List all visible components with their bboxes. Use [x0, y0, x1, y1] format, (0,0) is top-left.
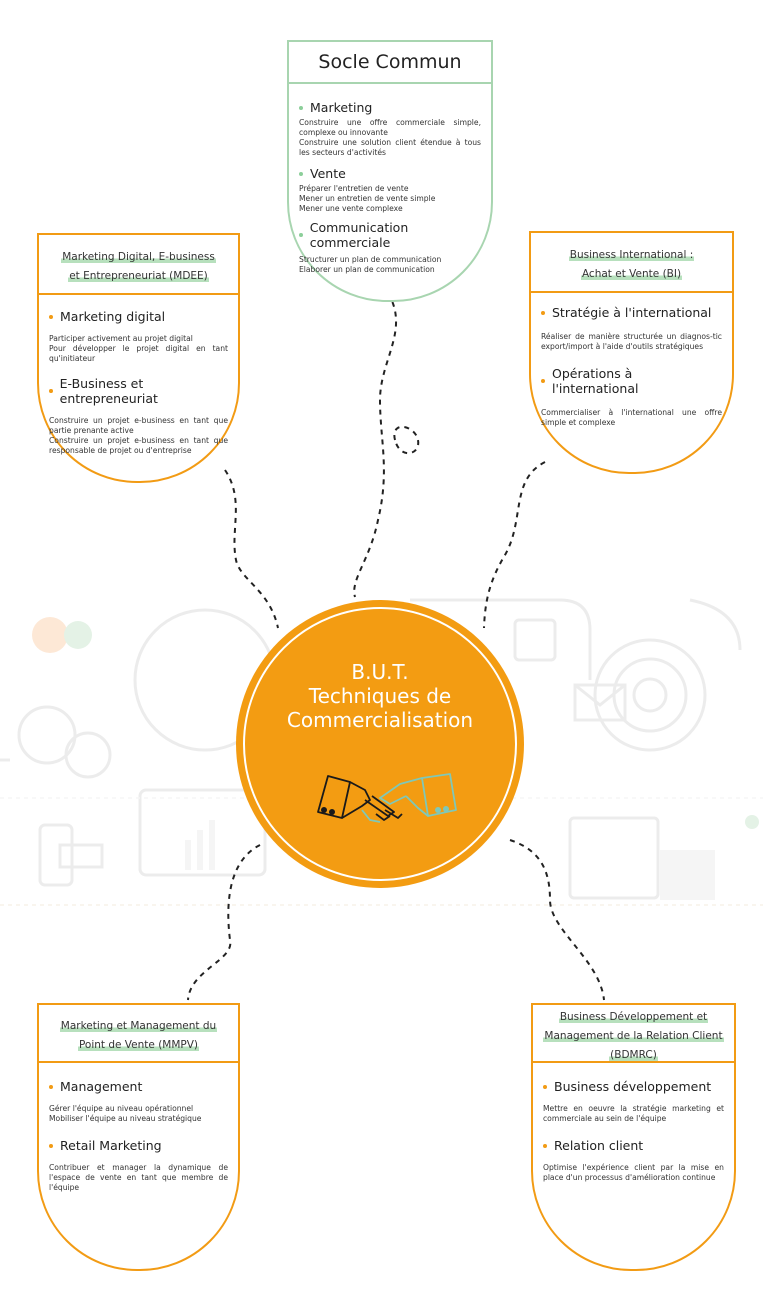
section-line: Construire un projet e-business en tant … [49, 416, 228, 435]
connector-socle-loop [393, 425, 420, 455]
connector-mdee [224, 469, 279, 629]
bullet-icon [543, 1084, 547, 1089]
bdmrc-title-line1: Business Développement et [558, 1010, 709, 1023]
socle-commun-title: Socle Commun [318, 51, 462, 73]
bdmrc-section-relation: Relation client Optimise l'expérience cl… [533, 1138, 734, 1183]
mdee-section-marketing-digital: Marketing digital Participer activement … [39, 309, 238, 364]
bullet-icon [299, 171, 303, 176]
bi-title-line2: Achat et Vente (BI) [580, 268, 683, 280]
connector-socle [353, 292, 398, 598]
section-line: Construire une offre commerciale simple,… [299, 118, 481, 137]
socle-commun-header: Socle Commun [289, 42, 491, 84]
mmpv-title-line1: Marketing et Management du [59, 1020, 218, 1032]
mmpv-section-management: Management Gérer l'équipe au niveau opér… [39, 1079, 238, 1124]
bullet-icon [49, 1084, 53, 1089]
mdee-card: Marketing Digital, E-business et Entrepr… [37, 233, 240, 483]
section-line: Mobiliser l'équipe au niveau stratégique [49, 1114, 202, 1123]
mmpv-title-line2: Point de Vente (MMPV) [77, 1039, 200, 1051]
bullet-icon [49, 389, 53, 393]
section-line: Structurer un plan de communication [299, 255, 442, 264]
bullet-icon [49, 314, 53, 319]
section-title: Management [60, 1079, 143, 1094]
bdmrc-card: Business Développement et Management de … [531, 1003, 736, 1271]
mmpv-section-retail: Retail Marketing Contribuer et manager l… [39, 1138, 238, 1193]
section-title: Stratégie à l'international [552, 305, 712, 320]
bdmrc-section-business: Business développement Mettre en oeuvre … [533, 1079, 734, 1124]
socle-section-vente: Vente Préparer l'entretien de vente Mene… [289, 166, 491, 214]
connector-mmpv [187, 844, 261, 1001]
socle-section-marketing: Marketing Construire une offre commercia… [289, 100, 491, 158]
bi-card: Business International : Achat et Vente … [529, 231, 734, 474]
connector-bi [483, 461, 546, 629]
bullet-icon [49, 1143, 53, 1148]
section-title: Opérations à l'international [551, 366, 639, 396]
section-line: Construire un projet e-business en tant … [49, 436, 228, 455]
mmpv-header: Marketing et Management du Point de Vent… [39, 1005, 238, 1063]
bullet-icon [299, 105, 303, 110]
center-title: B.U.T. Techniques de Commercialisation [250, 660, 510, 732]
bi-section-strategie: Stratégie à l'international Réaliser de … [531, 305, 732, 352]
section-title: Retail Marketing [60, 1138, 162, 1153]
handshake-icon [317, 773, 457, 823]
section-line: Réaliser de manière structurée un diagno… [541, 332, 722, 351]
center-line2: Techniques de [308, 684, 452, 708]
bi-header: Business International : Achat et Vente … [531, 233, 732, 293]
center-circle-ring [243, 607, 517, 881]
section-title: E-Business et entrepreneuriat [59, 376, 158, 406]
mdee-title-line1: Marketing Digital, E-business [61, 251, 216, 263]
bi-section-operations: Opérations à l'international Commerciali… [531, 366, 732, 428]
section-line: Participer activement au projet digital [49, 334, 193, 343]
bdmrc-header: Business Développement et Management de … [533, 1005, 734, 1063]
section-title: Marketing [310, 100, 373, 115]
bdmrc-title-line2: Management de la Relation Client [543, 1029, 724, 1042]
section-line: Mettre en oeuvre la stratégie marketing … [543, 1104, 724, 1123]
mdee-title-line2: et Entrepreneuriat (MDEE) [68, 270, 209, 282]
bullet-icon [541, 379, 545, 383]
mmpv-card: Marketing et Management du Point de Vent… [37, 1003, 240, 1271]
section-line: Mener un entretien de vente simple [299, 194, 436, 203]
section-line: Commercialiser à l'international une off… [541, 408, 722, 427]
section-line: Optimise l'expérience client par la mise… [543, 1163, 724, 1182]
bullet-icon [543, 1143, 547, 1148]
bi-title-line1: Business International : [568, 249, 695, 261]
section-title: Marketing digital [60, 309, 166, 324]
section-line: Préparer l'entretien de vente [299, 184, 409, 193]
socle-section-communication: Communication commerciale Structurer un … [289, 220, 491, 275]
bdmrc-title-line3: (BDMRC) [609, 1048, 658, 1061]
connector-bdmrc [509, 839, 605, 1001]
section-line: Elaborer un plan de communication [299, 265, 435, 274]
section-title: Communication commerciale [309, 220, 409, 250]
section-title: Business développement [554, 1079, 712, 1094]
bullet-icon [541, 310, 545, 315]
mdee-section-ebusiness: E-Business et entrepreneuriat Construire… [39, 376, 238, 456]
section-title: Relation client [554, 1138, 644, 1153]
center-line1: B.U.T. [351, 660, 409, 684]
section-line: Mener une vente complexe [299, 204, 403, 213]
center-line3: Commercialisation [286, 708, 474, 732]
section-line: Contribuer et manager la dynamique de l'… [49, 1163, 228, 1192]
section-line: Gérer l'équipe au niveau opérationnel [49, 1104, 194, 1113]
section-line: Pour développer le projet digital en tan… [49, 344, 228, 363]
bullet-icon [299, 233, 303, 237]
section-line: Construire une solution client étendue à… [299, 138, 481, 157]
section-title: Vente [310, 166, 346, 181]
mdee-header: Marketing Digital, E-business et Entrepr… [39, 235, 238, 295]
socle-commun-card: Socle Commun Marketing Construire une of… [287, 40, 493, 302]
